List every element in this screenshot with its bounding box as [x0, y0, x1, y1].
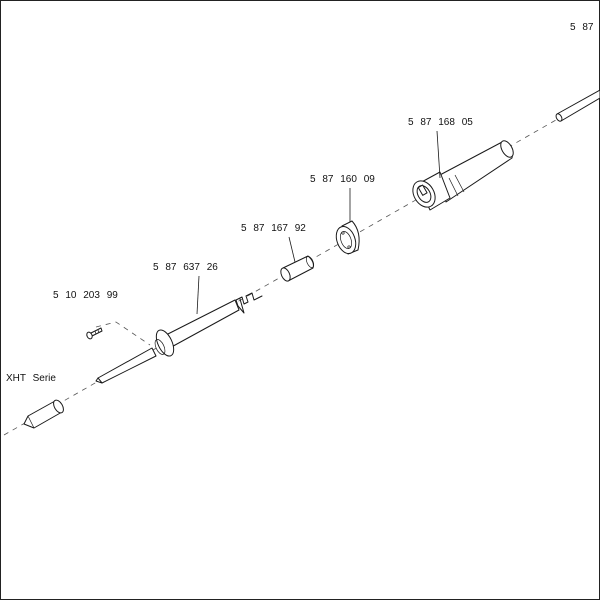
tip-part [23, 399, 64, 429]
label-element: 5 87 637 26 [153, 262, 218, 273]
rod-part [555, 89, 600, 122]
label-nut: 5 87 160 09 [310, 174, 375, 185]
nut-part [335, 188, 360, 255]
label-screw: 5 10 203 99 [53, 290, 118, 301]
label-top-right: 5 87 [570, 22, 594, 33]
sleeve-part [280, 236, 315, 282]
label-sleeve: 5 87 167 92 [241, 223, 306, 234]
screw-part [86, 327, 103, 340]
label-tip-series: XHT Serie [6, 373, 56, 384]
element-part [95, 275, 263, 384]
label-handle: 5 87 168 05 [408, 117, 473, 128]
handle-part [412, 130, 514, 211]
screw-axis [95, 321, 151, 346]
